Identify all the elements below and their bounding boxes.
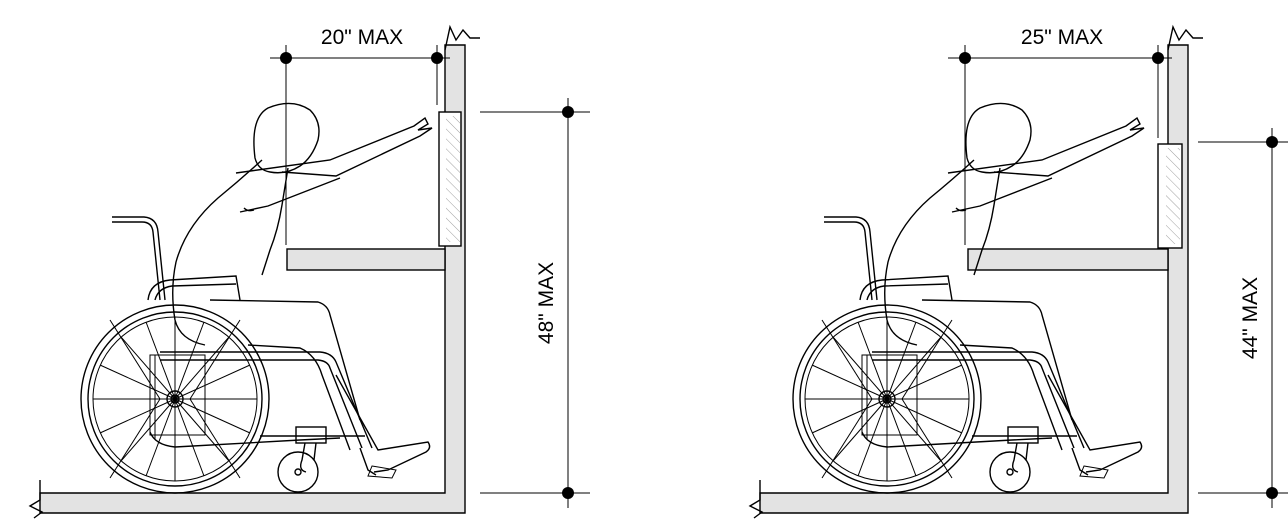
reach-label-left: 20" MAX (321, 26, 403, 49)
right-panel: 25" MAX 44" MAX (748, 24, 1288, 519)
left-panel: 20" MAX 48" MAX (28, 24, 590, 519)
counter-top-right (967, 248, 1169, 271)
wheelchair-user-figure-left (80, 102, 433, 494)
height-label-right: 44" MAX (1239, 277, 1262, 359)
reach-label-right: 25" MAX (1021, 26, 1103, 49)
counter-top-left (286, 248, 446, 271)
wheelchair-user-figure-right (792, 102, 1145, 494)
height-label-left: 48" MAX (535, 262, 558, 344)
